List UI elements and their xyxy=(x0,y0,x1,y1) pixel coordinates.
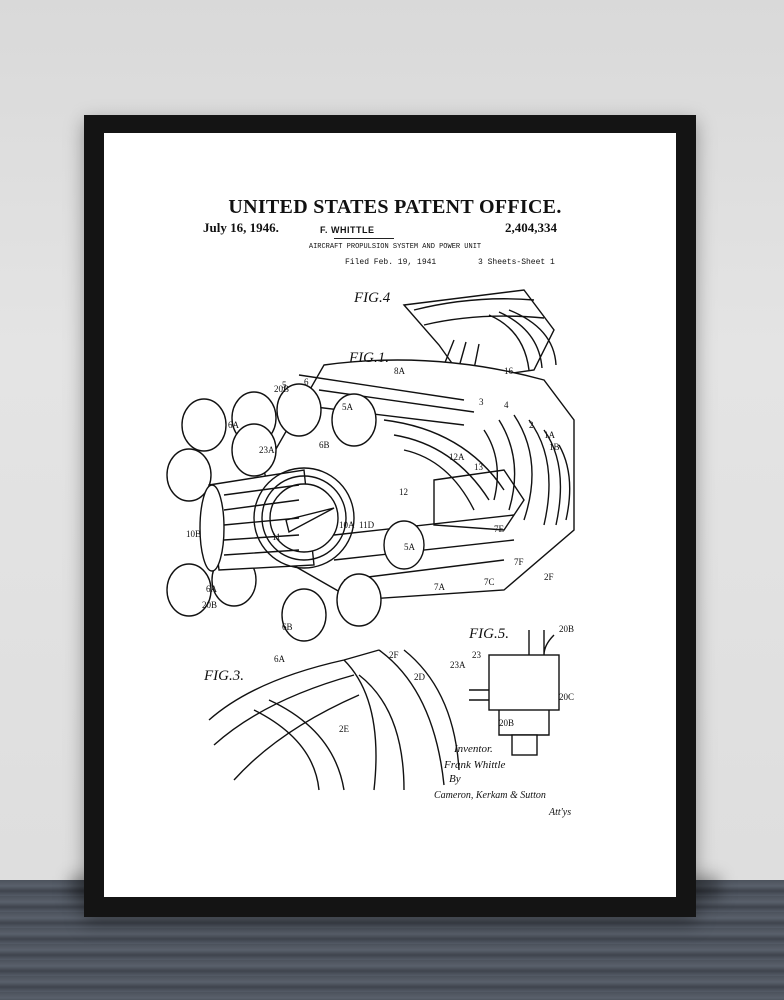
ref-label: 2F xyxy=(544,572,554,582)
fig5-ref-label: 23A xyxy=(450,660,466,670)
patent-title: AIRCRAFT PROPULSION SYSTEM AND POWER UNI… xyxy=(308,243,482,251)
signature-by: By xyxy=(449,773,461,785)
fig3-ref-label: 2D xyxy=(414,672,426,682)
header-rule xyxy=(334,238,394,239)
ref-label: 3 xyxy=(479,397,484,407)
ref-label: 10B xyxy=(186,529,201,539)
ref-label: 13 xyxy=(474,462,484,472)
ref-label: 8A xyxy=(394,366,406,376)
fig5-ref-label: 23 xyxy=(472,650,482,660)
ref-label: 20B xyxy=(202,600,217,610)
ref-label: 5A xyxy=(342,402,354,412)
fig3-curved-blades xyxy=(208,649,460,791)
fig3-ref-label: 6A xyxy=(274,654,286,664)
fig1-label: FIG.1. xyxy=(348,350,389,366)
fig5-ref-label: 20B xyxy=(559,624,574,634)
exhaust-nozzle xyxy=(199,467,355,572)
ref-label: 11D xyxy=(359,520,375,530)
patent-drawing: FIG.4 FIG.1. FIG.3. FIG.5. 5 6 20B 5A 6A… xyxy=(166,289,575,818)
fig3-label: FIG.3. xyxy=(203,668,244,684)
patent-number: 2,404,334 xyxy=(505,220,557,235)
ref-label: 6 xyxy=(304,377,309,387)
fig3-ref-label: 2F xyxy=(389,650,399,660)
fig5-ref-label: 20C xyxy=(559,692,574,702)
ref-label: 5A xyxy=(404,542,416,552)
patent-date: July 16, 1946. xyxy=(203,220,279,235)
fig3-ref-label: 2E xyxy=(339,724,350,734)
ref-label: 1A xyxy=(544,430,556,440)
attorneys-abbrev: Att'ys xyxy=(548,807,571,818)
patent-sheet-count: 3 Sheets-Sheet 1 xyxy=(478,258,555,267)
inventor-name: Frank Whittle xyxy=(443,759,506,771)
ref-label: 16 xyxy=(504,366,514,376)
ref-label: 20B xyxy=(274,384,289,394)
patent-inventor: F. WHITTLE xyxy=(320,225,375,235)
ref-label: 2 xyxy=(529,420,534,430)
fig5-detail xyxy=(469,630,560,756)
attorneys-signature: Cameron, Kerkam & Sutton xyxy=(434,790,546,801)
ref-label: 11 xyxy=(272,532,281,542)
ref-label: 23A xyxy=(259,445,275,455)
fig4-label: FIG.4 xyxy=(353,290,391,306)
inventor-label: Inventor. xyxy=(453,743,493,755)
fig4-duct xyxy=(402,289,557,381)
ref-label: 7A xyxy=(434,582,446,592)
ref-label: 12 xyxy=(399,487,408,497)
ref-label: 6A xyxy=(228,420,240,430)
ref-label: 6A xyxy=(206,584,218,594)
ref-label: 6B xyxy=(319,440,330,450)
ref-label: 10A xyxy=(339,520,355,530)
ref-label: 1B xyxy=(549,442,560,452)
ref-label: 4 xyxy=(504,400,509,410)
ref-label: 7E xyxy=(494,524,505,534)
patent-office-heading: UNITED STATES PATENT OFFICE. xyxy=(228,196,562,218)
ref-label: 6B xyxy=(282,622,293,632)
ref-label: 12A xyxy=(449,452,465,462)
fig5-label: FIG.5. xyxy=(468,626,509,642)
ref-label: 7C xyxy=(484,577,495,587)
ref-label: 5 xyxy=(282,380,287,390)
patent-filed-date: Filed Feb. 19, 1941 xyxy=(345,258,437,267)
ref-label: 7F xyxy=(514,557,524,567)
engine-cylinders xyxy=(166,383,425,642)
fig5-ref-label: 20B xyxy=(499,718,514,728)
